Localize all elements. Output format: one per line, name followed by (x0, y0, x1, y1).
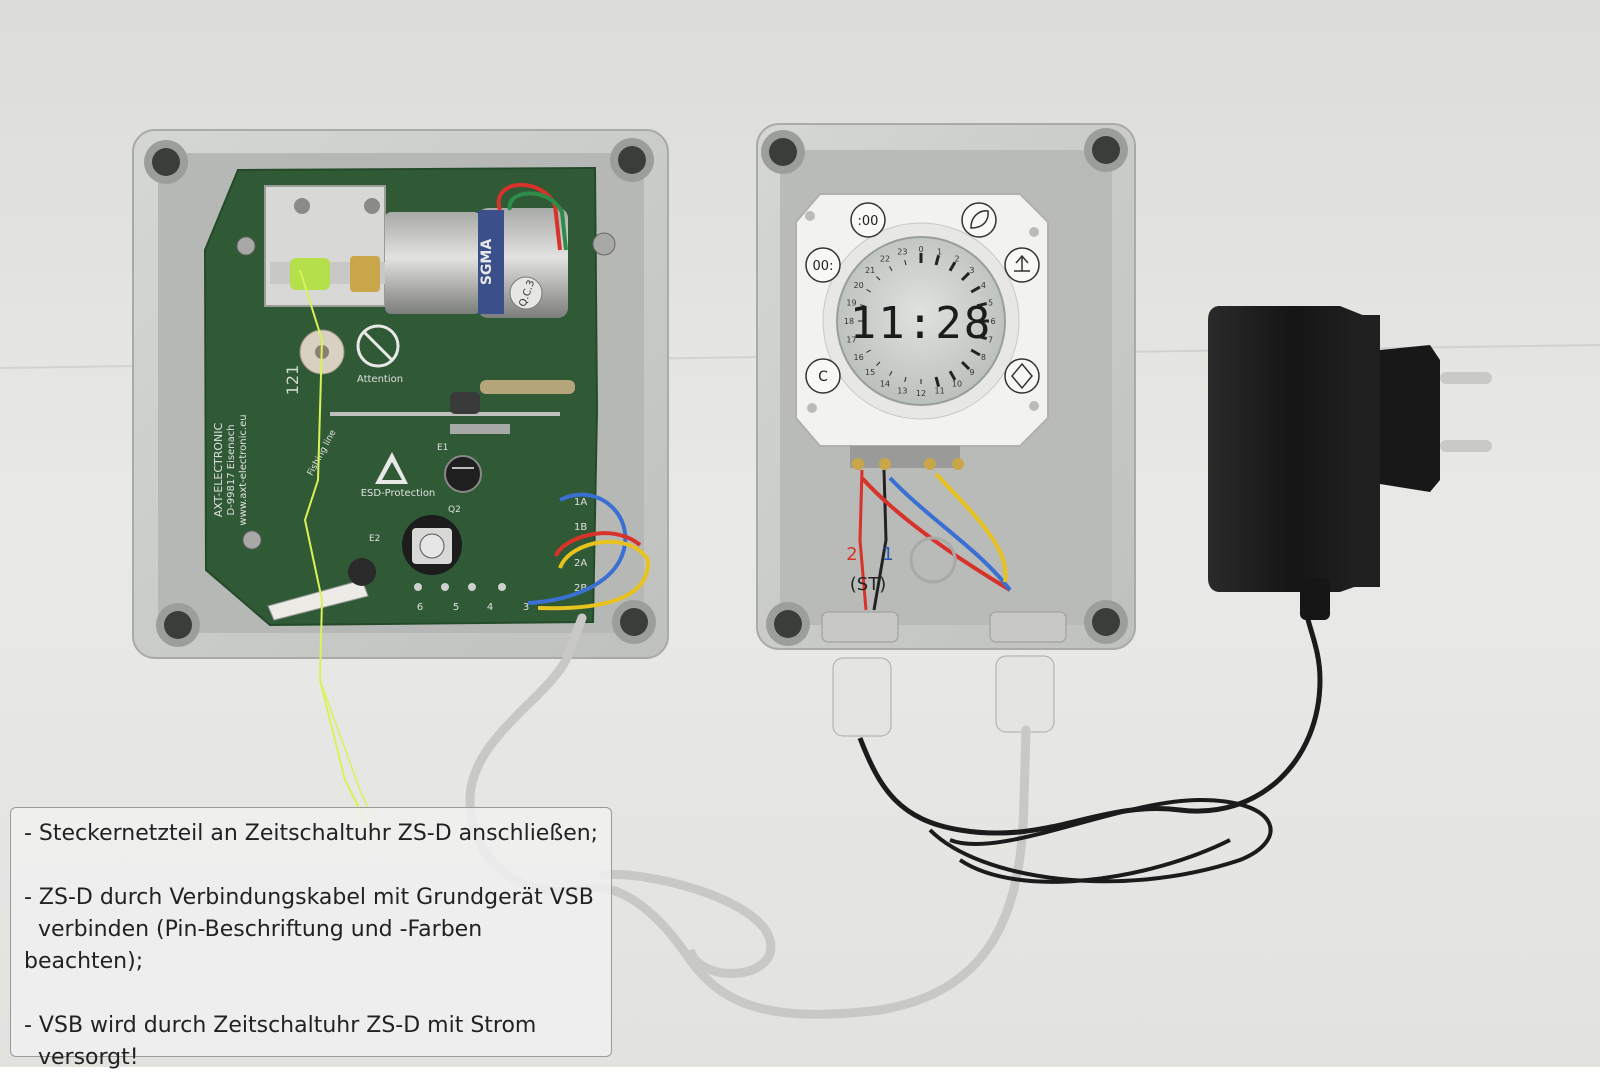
button-clear[interactable] (805, 358, 841, 394)
dial-tick (948, 261, 957, 272)
dial-tick (866, 349, 872, 353)
pin-5-label: 5 (453, 602, 459, 613)
instruction-step-1: - Steckernetzteil an Zeitschaltuhr ZS-D … (24, 821, 599, 846)
serial-label: 121 (283, 365, 302, 396)
pin-2b-label: 2B (574, 583, 587, 594)
dial-hour-23: 23 (897, 248, 907, 257)
dial-hour-8: 8 (981, 353, 986, 362)
dial-hour-3: 3 (969, 266, 974, 275)
company-label: AXT-ELECTRONIC (212, 422, 225, 517)
dial-tick (904, 259, 907, 266)
website-label: www.axt-electronic.eu (238, 414, 249, 525)
button-set-hours-label: 00: (813, 259, 834, 274)
dial-hour-10: 10 (952, 379, 962, 388)
dial-tick (970, 285, 981, 294)
dial-hour-2: 2 (954, 255, 959, 264)
button-set-minutes-label: :00 (858, 214, 879, 229)
e2-label: E2 (369, 534, 380, 544)
pin-3-label: 3 (523, 602, 529, 613)
dial-tick (889, 370, 893, 376)
dial-tick (876, 276, 881, 281)
dial-hour-15: 15 (865, 368, 875, 377)
dial-hour-5: 5 (988, 298, 993, 307)
dial-hour-20: 20 (854, 281, 864, 290)
instruction-step-2: - ZS-D durch Verbindungskabel mit Grundg… (24, 885, 594, 974)
dial-tick (904, 376, 907, 383)
cable-glands (821, 611, 1067, 737)
terminal-label-st: (ST) (850, 574, 886, 595)
dial-hour-1: 1 (937, 248, 942, 257)
terminal-label-2: 2 (846, 544, 857, 565)
dial-tick (876, 361, 881, 366)
dial-hour-11: 11 (935, 387, 945, 396)
dial-hour-18: 18 (844, 317, 854, 326)
pin-6-label: 6 (417, 602, 423, 613)
dial-tick (859, 335, 866, 338)
dial-hour-6: 6 (990, 317, 995, 326)
timer-display: 11:28 (850, 298, 992, 349)
motor-brand-label: SGMA (479, 239, 495, 286)
program-icon[interactable] (1004, 358, 1040, 394)
dial-tick (859, 304, 866, 307)
instruction-callout: - Steckernetzteil an Zeitschaltuhr ZS-D … (10, 807, 612, 1070)
dial-tick (960, 360, 971, 371)
dial-hour-16: 16 (854, 353, 864, 362)
dial-hour-12: 12 (916, 389, 926, 398)
dial-tick (889, 266, 893, 272)
dial-hour-0: 0 (918, 245, 923, 254)
dial-tick (976, 301, 988, 308)
timer-wiring: 2 1 (ST) (846, 446, 1012, 611)
q2-label: Q2 (448, 505, 461, 515)
dial-hour-13: 13 (897, 387, 907, 396)
dial-tick (970, 348, 981, 357)
connection-cable (465, 613, 1031, 1019)
dial-tick (948, 370, 957, 381)
esd-label: ESD-Protection (361, 488, 436, 499)
leaf-icon[interactable] (961, 202, 997, 238)
instruction-step-3: - VSB wird durch Zeitschaltuhr ZS-D mit … (24, 1013, 537, 1070)
dial-tick (934, 376, 941, 388)
dial-hour-9: 9 (969, 368, 974, 377)
dial-tick (976, 334, 988, 341)
vsb-circuit-board: SGMA Q.C.3 Attention 121 E1 ESD-Protecti… (203, 166, 651, 841)
attention-label: Attention (357, 374, 403, 385)
dial-hour-21: 21 (865, 266, 875, 275)
terminal-label-1: 1 (882, 544, 893, 565)
power-adapter (1208, 306, 1492, 620)
address-label: D-99817 Eisenach (226, 424, 237, 515)
button-set-minutes[interactable] (850, 202, 886, 238)
dial-hour-22: 22 (880, 255, 890, 264)
dial-hour-4: 4 (981, 281, 986, 290)
pin-2a-label: 2A (574, 558, 587, 569)
pin-1a-label: 1A (574, 497, 587, 508)
pin-4-label: 4 (487, 602, 493, 613)
dial-hour-19: 19 (846, 298, 856, 307)
dial-tick (934, 254, 941, 266)
pin-1b-label: 1B (574, 522, 587, 533)
dial-tick (866, 289, 872, 293)
adapter-cable (857, 579, 1323, 836)
dial-hour-7: 7 (988, 336, 993, 345)
button-clear-label: C (818, 369, 828, 385)
dial-hour-17: 17 (846, 336, 856, 345)
dial-tick (960, 271, 971, 282)
button-set-hours[interactable] (805, 247, 841, 283)
dial-hour-14: 14 (880, 379, 890, 388)
e1-label: E1 (437, 443, 448, 453)
